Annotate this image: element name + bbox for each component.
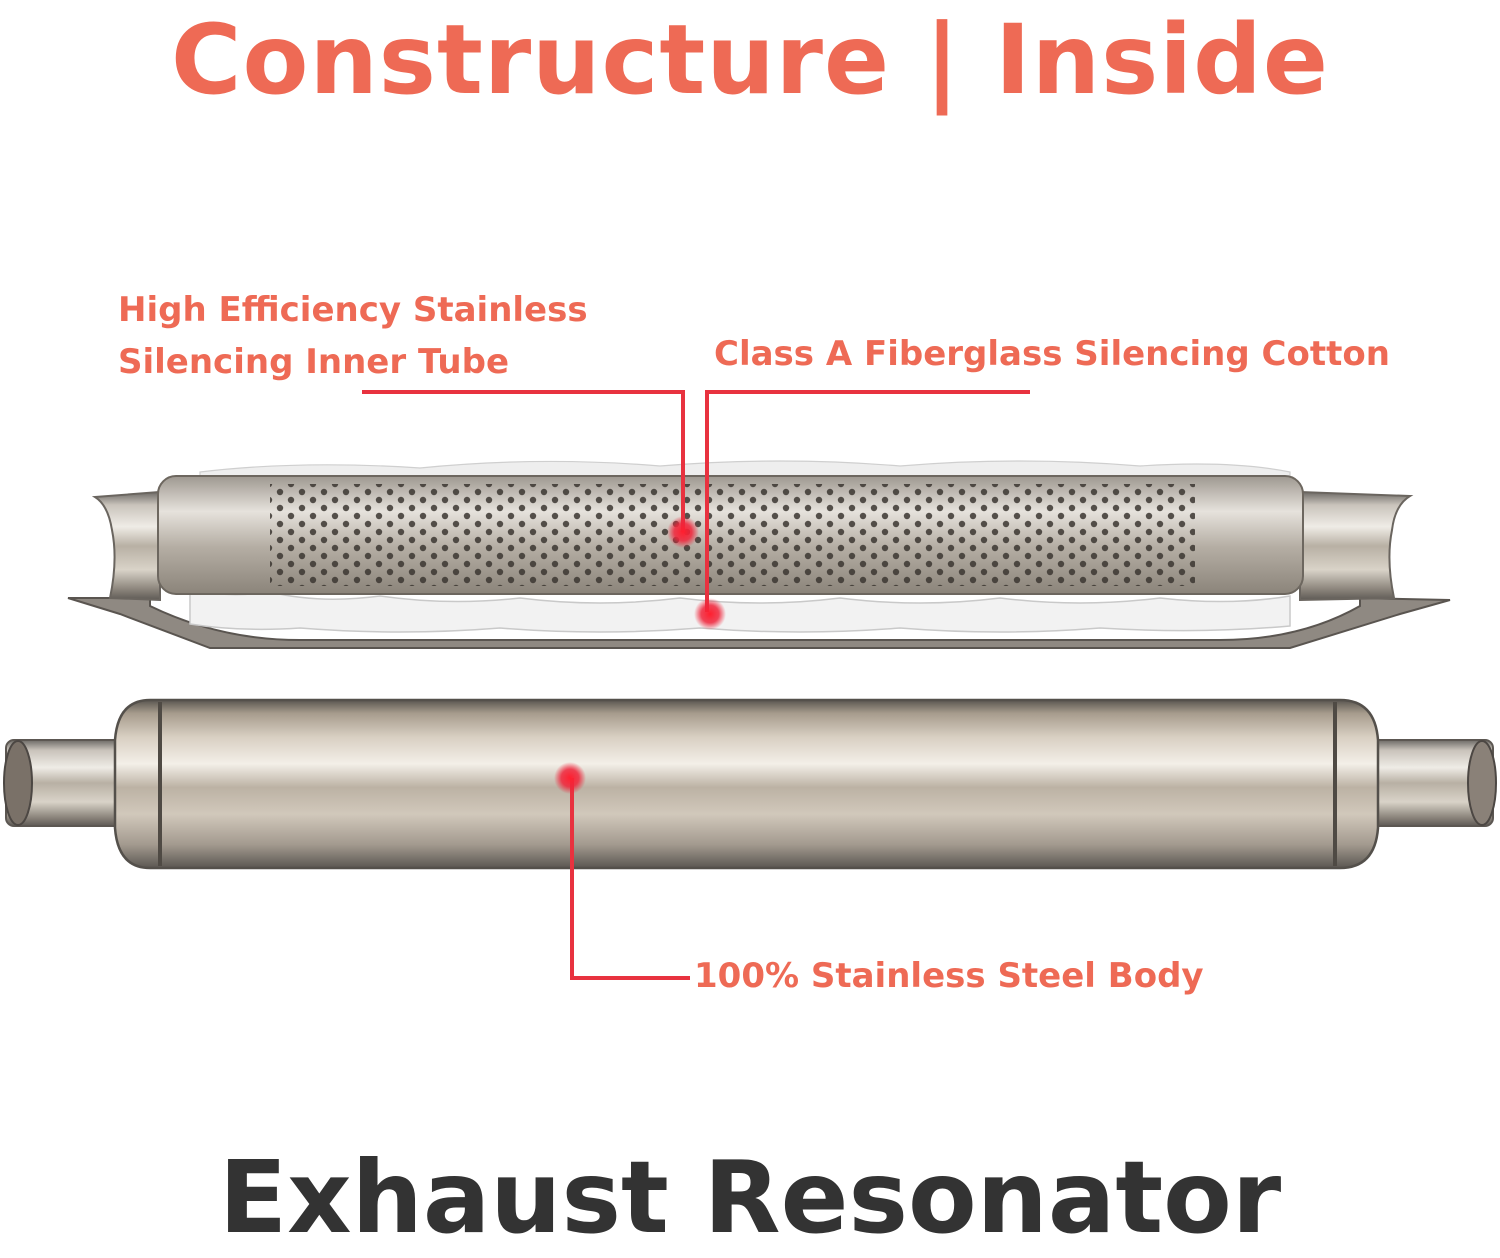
fiberglass-packing [189,589,1291,633]
cotton-marker [694,598,726,630]
left-inlet-opening [3,740,33,826]
left-end-cap [91,490,161,602]
cutaway-resonator [67,460,1451,649]
body-callout: 100% Stainless Steel Body [694,956,1204,996]
page-title: Constructure | Inside [171,4,1329,116]
outer-resonator [3,698,1497,870]
cotton-callout: Class A Fiberglass Silencing Cotton [714,334,1390,374]
inner-tube-callout-line2: Silencing Inner Tube [118,342,510,382]
body-leader [570,778,690,980]
right-outlet-opening [1467,740,1497,826]
cotton-leader [705,390,1030,612]
inner-tube-callout-line1: High Efficiency Stainless [118,290,588,330]
leader-lines [362,390,1030,980]
inner-tube-marker [667,516,699,548]
body-marker [554,762,586,794]
inner-tube-callout: High Efficiency Stainless Silencing Inne… [118,284,588,388]
product-name: Exhaust Resonator [218,1139,1282,1256]
inner-tube-leader [362,390,685,532]
resonator-body [113,698,1380,870]
tube-perforations [270,484,1195,586]
right-end-cap [1299,490,1414,602]
